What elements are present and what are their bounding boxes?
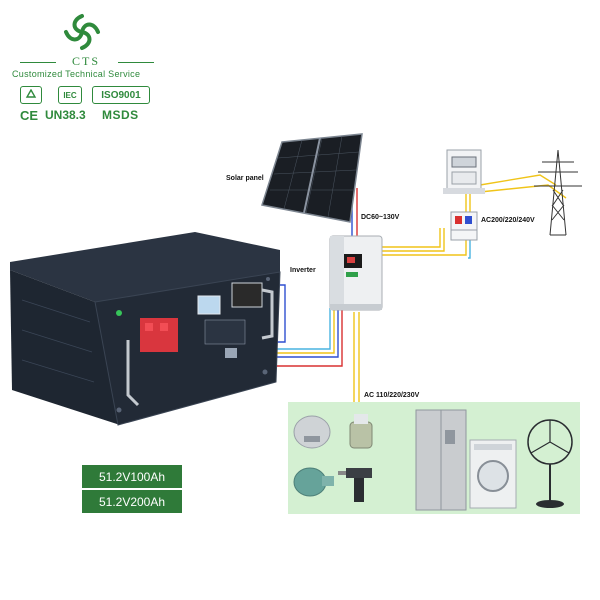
- ac-load-wires: [353, 312, 360, 410]
- iec-badge: IEC: [58, 86, 82, 104]
- cts-logo-icon: [64, 14, 100, 50]
- electric-meter: [443, 149, 485, 194]
- drill-icon: [338, 468, 372, 502]
- spec-200ah: 51.2V200Ah: [82, 490, 182, 513]
- appliances-group: [293, 409, 573, 511]
- brand-name: CTS: [71, 54, 100, 68]
- electric-fan-icon: [527, 419, 573, 508]
- ac-grid-voltage-label: AC200/220/240V: [481, 217, 535, 224]
- solar-panel-label: Solar panel: [226, 175, 264, 182]
- appliance-panel: [288, 402, 580, 514]
- un38-3-mark: UN38.3: [45, 108, 86, 122]
- spec-100ah: 51.2V100Ah: [82, 465, 182, 488]
- logo-divider-right: [118, 62, 154, 63]
- iso9001-badge: ISO9001: [92, 86, 150, 104]
- recycle-cert-badge: [20, 86, 42, 104]
- solar-panel: [261, 133, 363, 223]
- refrigerator-icon: [415, 409, 467, 511]
- juicer-icon: [349, 414, 373, 449]
- recycle-icon: [25, 89, 37, 98]
- ce-mark: CE: [20, 108, 39, 123]
- washing-machine-icon: [469, 439, 517, 509]
- dc-voltage-label: DC60~130V: [361, 214, 400, 221]
- inverter-label: Inverter: [290, 267, 316, 274]
- battery-module: [10, 232, 281, 426]
- motor-icon: [293, 467, 334, 497]
- brand-tagline: Customized Technical Service: [12, 69, 141, 79]
- power-tower: [534, 149, 582, 236]
- inverter: [329, 235, 383, 311]
- ac-load-voltage-label: AC 110/220/230V: [364, 392, 420, 399]
- logo-divider-left: [20, 62, 56, 63]
- circuit-breaker: [450, 211, 478, 241]
- rice-cooker-icon: [293, 415, 331, 449]
- msds-mark: MSDS: [102, 108, 139, 122]
